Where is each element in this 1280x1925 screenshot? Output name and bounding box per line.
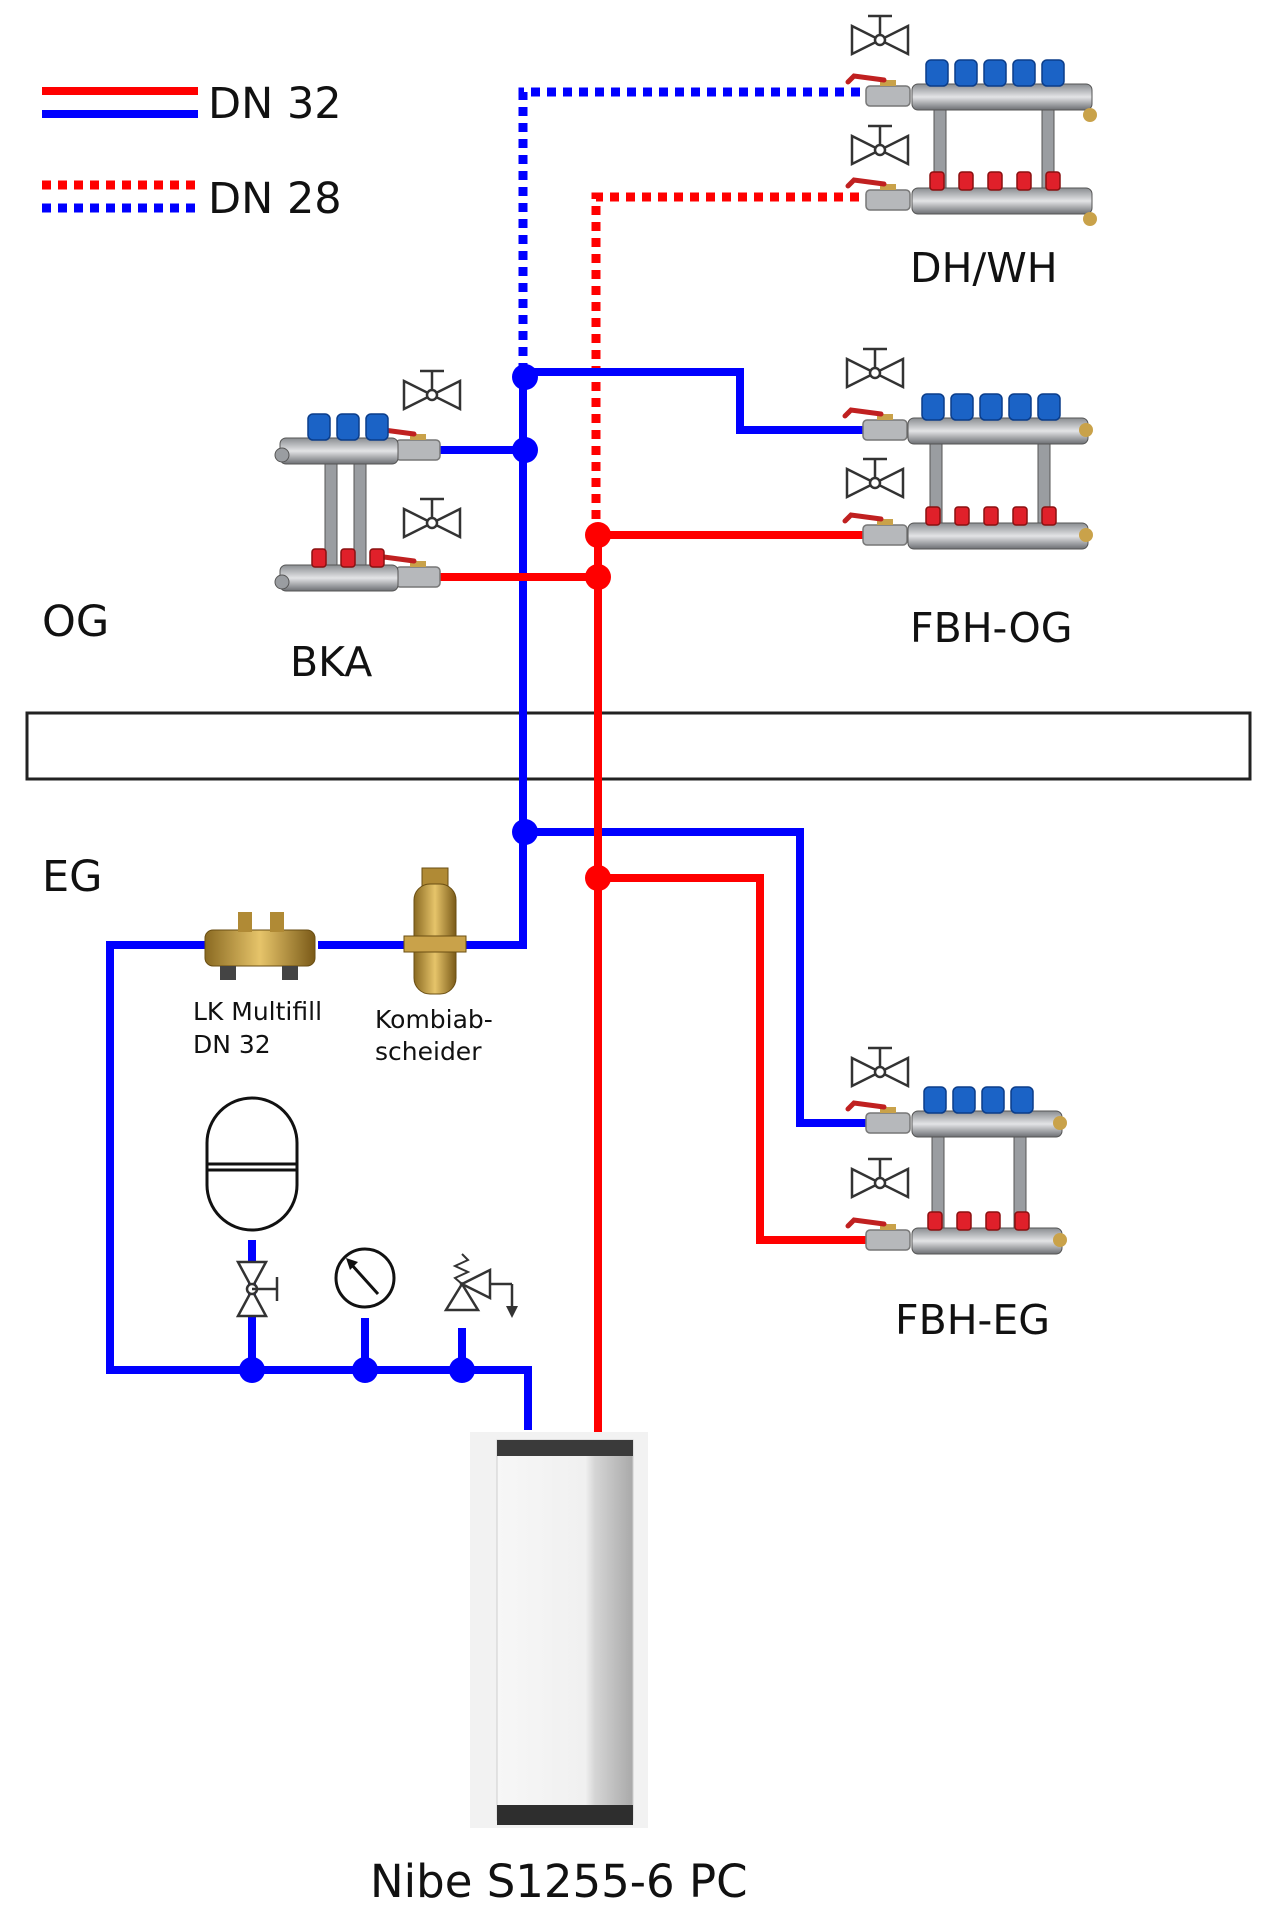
heat-pump [470, 1432, 648, 1828]
manifold-bka [274, 369, 462, 592]
manifold-fbh-og [845, 347, 1093, 550]
return-pipes [106, 368, 870, 1430]
manifold-fbh-eg [848, 1046, 1067, 1255]
valve-icon [402, 369, 462, 411]
manifold-dhwh [848, 14, 1097, 226]
heat-pump-label: Nibe S1255-6 PC [370, 1855, 748, 1908]
safety-valve-icon [443, 1253, 518, 1318]
valve-icon [235, 1260, 279, 1318]
gauge-icon [334, 1247, 396, 1309]
valve-icon [845, 347, 905, 389]
floor-label-eg: EG [42, 852, 103, 902]
multifill-label-1: LK Multifill [193, 997, 322, 1026]
junctions [239, 364, 611, 1383]
legend: DN 32 DN 28 [42, 79, 342, 224]
valve-icon [845, 457, 905, 499]
floor-label-og: OG [42, 597, 109, 647]
manifold-label-dhwh: DH/WH [910, 244, 1058, 292]
valve-icon [850, 1046, 910, 1088]
legend-dotted-label: DN 28 [208, 174, 342, 224]
valve-icon [850, 1157, 910, 1199]
pipe-dn28-supply-dhwh [591, 192, 865, 535]
floor-slab [25, 711, 1252, 781]
manifold-label-bka: BKA [290, 638, 372, 686]
expansion-vessel-icon [205, 1096, 299, 1232]
valve-icon [402, 497, 462, 539]
multifill-unit [204, 912, 316, 980]
valve-icon [850, 14, 910, 56]
multifill-label-2: DN 32 [193, 1030, 271, 1059]
dirt-air-separator [403, 867, 467, 995]
supply-pipes [438, 531, 870, 1432]
pipe-dn28-return-dhwh [518, 87, 865, 372]
manifold-label-fbh-eg: FBH-EG [895, 1296, 1050, 1344]
valve-icon [850, 124, 910, 166]
separator-label-1: Kombiab- [375, 1005, 493, 1034]
legend-solid-label: DN 32 [208, 79, 342, 129]
manifold-label-fbh-og: FBH-OG [910, 604, 1073, 652]
separator-label-2: scheider [375, 1037, 482, 1066]
